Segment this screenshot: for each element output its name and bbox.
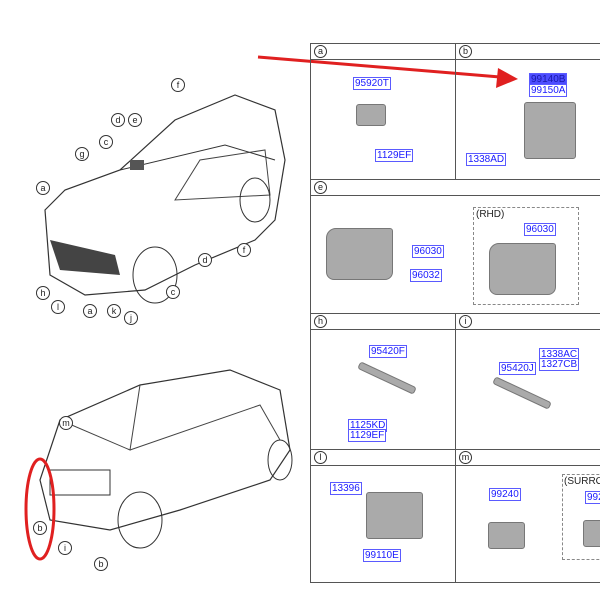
camera-part <box>488 522 525 549</box>
part-number[interactable]: 96030 <box>524 223 556 236</box>
callout-c: c <box>99 135 113 149</box>
part-number[interactable]: 95920T <box>353 77 391 90</box>
callout-f: f <box>237 243 251 257</box>
part-number[interactable]: 96032 <box>410 269 442 282</box>
section-label: b <box>459 45 472 58</box>
antenna-part <box>357 361 417 395</box>
cover-part <box>489 243 556 295</box>
part-number[interactable]: 13396 <box>330 482 362 495</box>
module-part <box>524 102 576 159</box>
part-number[interactable]: 96030 <box>412 245 444 258</box>
section-label: m <box>459 451 472 464</box>
callout-l: l <box>51 300 65 314</box>
section-e: e 96030 96032 (RHD) 96030 <box>310 179 600 314</box>
callout-h: h <box>36 286 50 300</box>
part-number[interactable]: 99110E <box>363 549 401 562</box>
radar-unit-part <box>366 492 423 539</box>
section-a: a 95920T 1129EF <box>310 43 456 180</box>
surround-variant-box: (SURRO 992 <box>562 474 600 560</box>
callout-c: c <box>166 285 180 299</box>
section-h: h 95420F 1125KD 1129EF <box>310 313 456 450</box>
camera-part <box>583 520 600 547</box>
antenna-part <box>492 376 552 410</box>
section-b: b 99140B 99150A 1338AD <box>455 43 600 180</box>
sensor-part <box>356 104 386 126</box>
callout-a: a <box>83 304 97 318</box>
part-number[interactable]: 95420J <box>499 362 536 375</box>
callout-j: j <box>124 311 138 325</box>
callout-m: m <box>59 416 73 430</box>
section-label: e <box>314 181 327 194</box>
callout-b: b <box>94 557 108 571</box>
rhd-variant-box: (RHD) 96030 <box>473 207 579 305</box>
callout-d: d <box>111 113 125 127</box>
callout-d: d <box>198 253 212 267</box>
callout-i: i <box>58 541 72 555</box>
section-i: i 95420J 1338AC 1327CB <box>455 313 600 450</box>
part-number[interactable]: 99240 <box>489 488 521 501</box>
cover-part <box>326 228 393 280</box>
section-l: l 13396 99110E <box>310 449 456 583</box>
section-label: a <box>314 45 327 58</box>
callout-f: f <box>171 78 185 92</box>
section-m: m 99240 (SURRO 992 <box>455 449 600 583</box>
highlight-arrow <box>257 55 501 79</box>
part-number[interactable]: 95420F <box>369 345 407 358</box>
part-number[interactable]: 1327CB <box>539 358 580 371</box>
variant-label: (SURRO <box>564 476 600 487</box>
part-number[interactable]: 1338AD <box>466 153 507 166</box>
callout-b: b <box>33 521 47 535</box>
variant-label: (RHD) <box>476 209 505 220</box>
part-number[interactable]: 99150A <box>529 84 568 97</box>
part-number[interactable]: 1129EF <box>375 149 414 162</box>
section-label: l <box>314 451 327 464</box>
part-number[interactable]: 1129EF <box>348 429 387 442</box>
section-label: h <box>314 315 327 328</box>
callout-e: e <box>128 113 142 127</box>
part-number[interactable]: 992 <box>585 491 600 504</box>
callout-a: a <box>36 181 50 195</box>
highlight-ellipse <box>24 457 56 561</box>
callout-k: k <box>107 304 121 318</box>
front-car-illustration <box>44 94 286 304</box>
rear-car-illustration <box>39 369 293 549</box>
callout-g: g <box>75 147 89 161</box>
section-label: i <box>459 315 472 328</box>
